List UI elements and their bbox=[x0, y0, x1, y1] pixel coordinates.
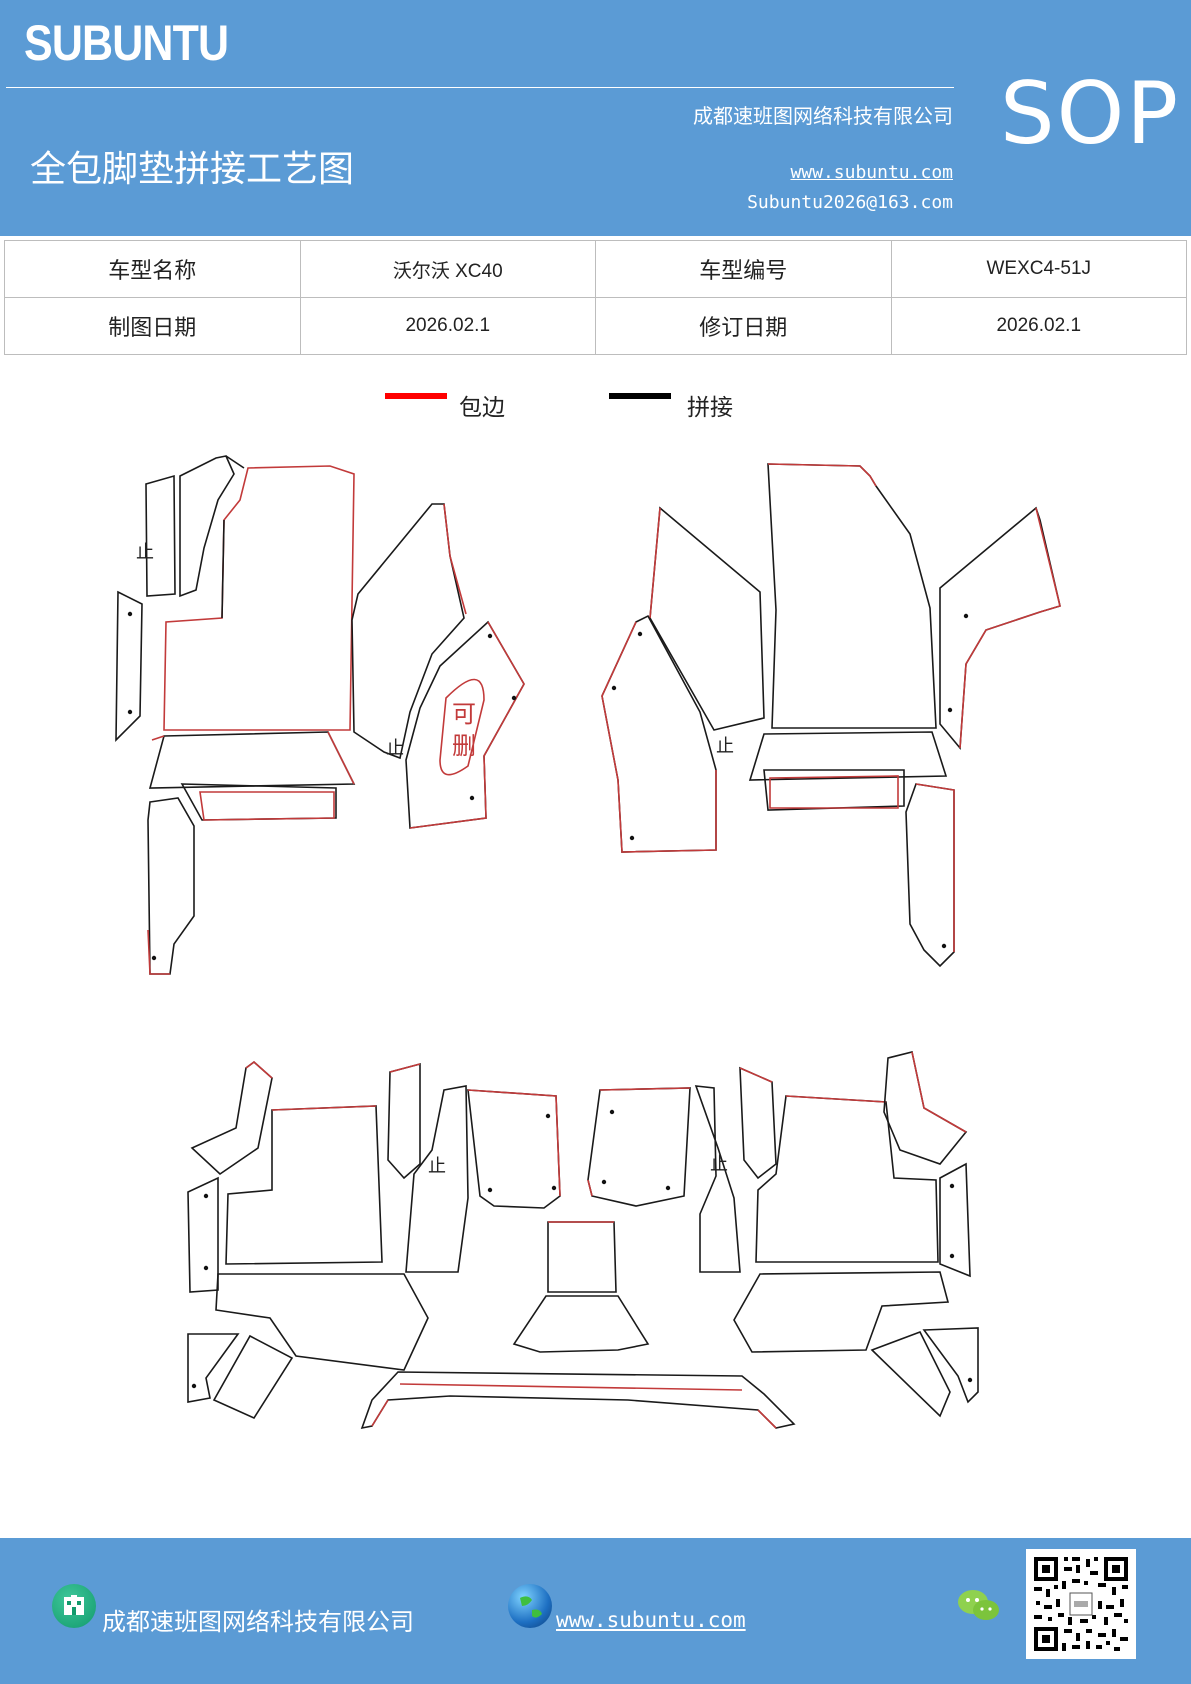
value-revision-date: 2026.02.1 bbox=[890, 297, 1187, 355]
stop-mark: 止 bbox=[428, 1156, 446, 1177]
footer-website-link[interactable]: www.subuntu.com bbox=[556, 1608, 746, 1632]
website-link[interactable]: www.subuntu.com bbox=[790, 162, 953, 183]
qr-code bbox=[1026, 1549, 1136, 1659]
email-address: Subuntu2026@163.com bbox=[747, 192, 953, 213]
stop-mark: 止 bbox=[386, 738, 404, 759]
stop-mark: 止 bbox=[710, 1154, 728, 1175]
legend-swatch-edging bbox=[385, 393, 447, 399]
legend-label-edging: 包边 bbox=[459, 395, 505, 421]
label-model-code: 车型编号 bbox=[595, 240, 892, 298]
brand-logo: SUBUNTU bbox=[24, 15, 229, 71]
label-draw-date: 制图日期 bbox=[4, 297, 301, 355]
table-row: 制图日期 2026.02.1 修订日期 2026.02.1 bbox=[4, 297, 1187, 355]
value-draw-date: 2026.02.1 bbox=[299, 297, 596, 355]
footer-company-name: 成都速班图网络科技有限公司 bbox=[102, 1608, 414, 1636]
page-title: 全包脚垫拼接工艺图 bbox=[30, 149, 355, 190]
front-right-mat-group: 止 bbox=[601, 463, 1061, 968]
value-model-name: 沃尔沃 XC40 bbox=[299, 240, 596, 298]
value-model-code: WEXC4-51J bbox=[890, 240, 1187, 298]
wechat-icon[interactable] bbox=[956, 1586, 1002, 1626]
table-row: 车型名称 沃尔沃 XC40 车型编号 WEXC4-51J bbox=[4, 240, 1187, 298]
deletable-note: 删 bbox=[452, 732, 476, 760]
header-divider bbox=[6, 87, 954, 88]
deletable-note: 可 bbox=[452, 700, 476, 728]
legend-label-splice: 拼接 bbox=[687, 395, 733, 421]
label-revision-date: 修订日期 bbox=[595, 297, 892, 355]
sop-badge: SOP bbox=[1000, 64, 1181, 164]
stop-mark: 止 bbox=[716, 736, 734, 757]
rear-mat-group: 止 止 bbox=[187, 1051, 979, 1430]
vehicle-info-table: 车型名称 沃尔沃 XC40 车型编号 WEXC4-51J 制图日期 2026.0… bbox=[4, 240, 1187, 355]
building-icon bbox=[52, 1584, 96, 1628]
label-model-name: 车型名称 bbox=[4, 240, 301, 298]
stop-mark: 止 bbox=[136, 542, 154, 563]
header-band bbox=[0, 0, 1191, 236]
front-left-mat-group: 可 删 止 止 bbox=[115, 455, 525, 975]
legend-swatch-splice bbox=[609, 393, 671, 399]
globe-icon bbox=[508, 1584, 552, 1628]
company-name: 成都速班图网络科技有限公司 bbox=[693, 104, 953, 128]
